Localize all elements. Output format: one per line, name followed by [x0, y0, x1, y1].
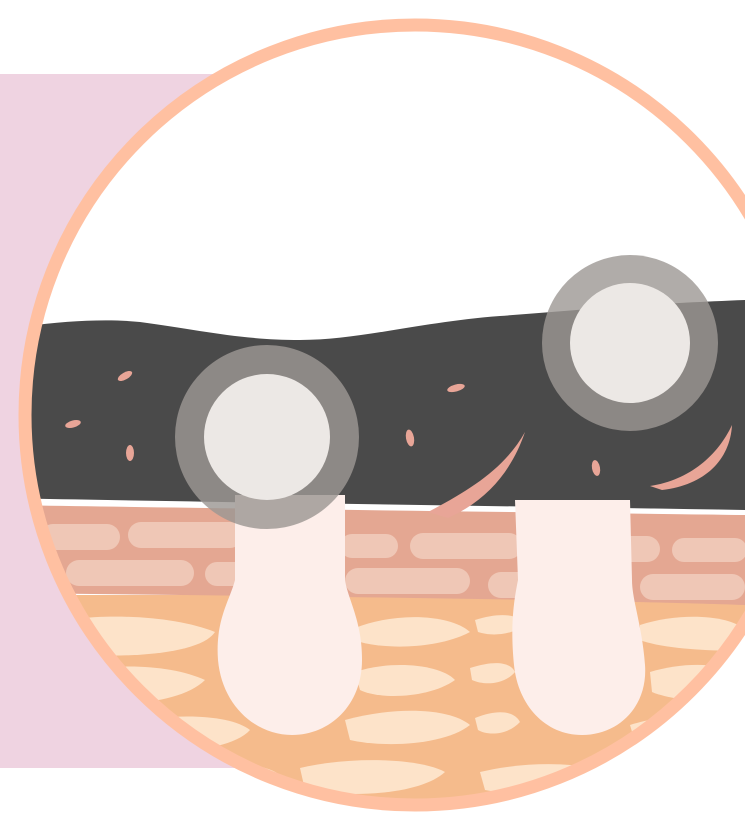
hair-follicle-icon — [512, 500, 645, 735]
pore-highlight-icon — [542, 255, 718, 431]
pore-highlight-icon — [175, 345, 359, 529]
hair-follicle-icon — [218, 495, 362, 735]
